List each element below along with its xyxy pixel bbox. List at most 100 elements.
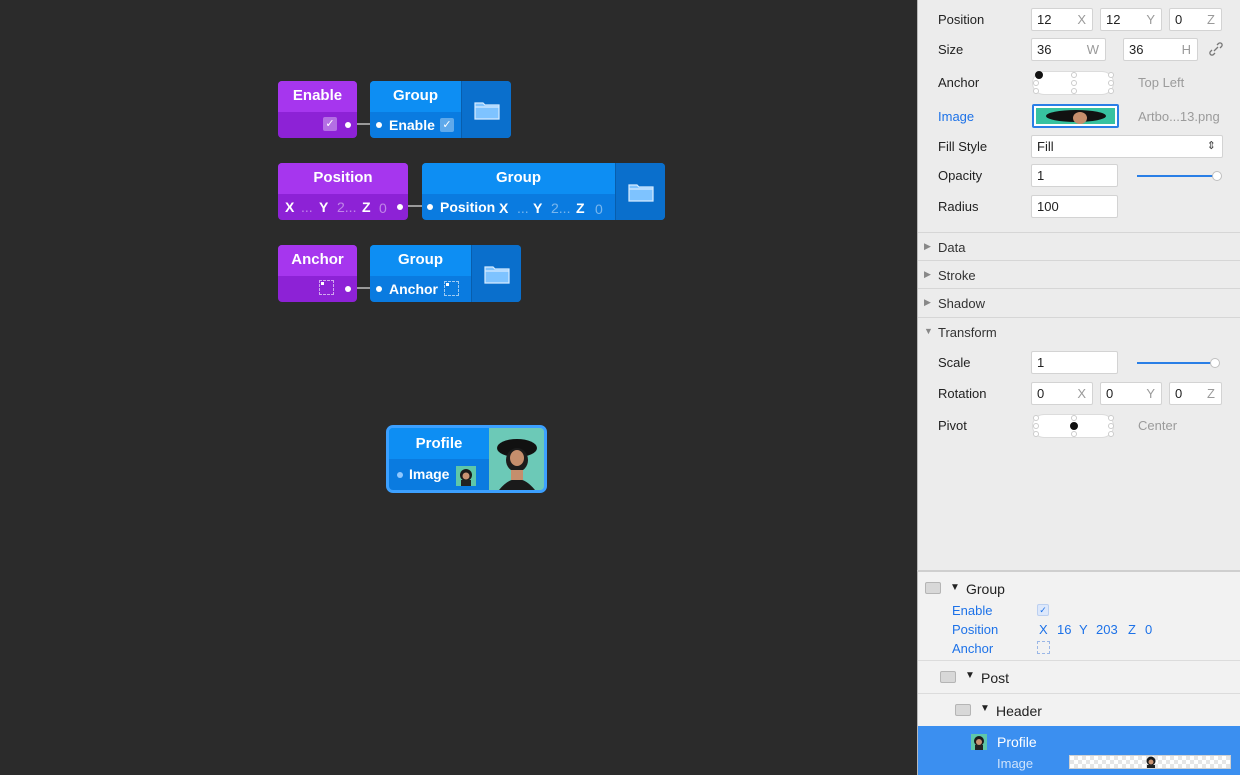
position-group-input-port[interactable]: [427, 204, 433, 210]
anchor-dot-top-left[interactable]: [1035, 71, 1043, 79]
pivot-dot-middle-left[interactable]: [1033, 423, 1039, 429]
layer-pos-y[interactable]: 203: [1096, 622, 1118, 637]
profile-input-port[interactable]: [397, 472, 403, 478]
opacity-slider[interactable]: [1137, 171, 1222, 181]
layer-profile[interactable]: Profile Image: [918, 726, 1240, 775]
position-node[interactable]: Position X ... Y 2... Z 0: [278, 163, 408, 220]
scale-value: 1: [1037, 355, 1045, 370]
anchor-dot-middle-right[interactable]: [1108, 80, 1114, 86]
opacity-value: 1: [1037, 168, 1045, 183]
enable-group-folder-button[interactable]: [461, 81, 511, 138]
enable-group-node[interactable]: Group Enable ✓: [370, 81, 511, 138]
enable-output-port[interactable]: [345, 122, 351, 128]
anchor-group-node[interactable]: Group Anchor: [370, 245, 521, 302]
enable-group-input-port[interactable]: [376, 122, 382, 128]
layer-group[interactable]: ▼ Group Enable ✓ Position X 16 Y 203 Z 0…: [918, 572, 1240, 660]
disclosure-down-icon[interactable]: ▼: [980, 703, 990, 714]
section-transform[interactable]: ▼ Transform: [918, 317, 1240, 345]
section-shadow[interactable]: ▶ Shadow: [918, 288, 1240, 316]
layer-pos-z[interactable]: 0: [1145, 622, 1153, 637]
layer-image-value-well[interactable]: [1069, 755, 1231, 769]
scale-slider-knob[interactable]: [1209, 358, 1220, 368]
layer-prop-position[interactable]: Position: [952, 622, 999, 637]
unlink-aspect-icon[interactable]: [1209, 42, 1223, 56]
scale-label: Scale: [938, 355, 971, 370]
layer-post[interactable]: ▼ Post: [918, 660, 1240, 693]
opacity-slider-fill: [1137, 175, 1217, 177]
pivot-picker[interactable]: [1032, 414, 1114, 438]
chevron-updown-icon: ⇕: [1206, 140, 1216, 152]
layer-header[interactable]: ▼ Header: [918, 693, 1240, 726]
pivot-dot-top-right[interactable]: [1108, 415, 1114, 421]
image-row: Image Artbo...13.png: [918, 103, 1240, 131]
layer-pos-x[interactable]: 16: [1057, 622, 1072, 637]
layer-prop-anchor[interactable]: Anchor: [952, 641, 994, 656]
pivot-dot-top-left[interactable]: [1033, 415, 1039, 421]
opacity-slider-knob[interactable]: [1212, 171, 1222, 181]
anchor-icon[interactable]: [1037, 641, 1050, 654]
anchor-icon[interactable]: [319, 280, 334, 295]
anchor-dot-bottom-right[interactable]: [1108, 88, 1114, 94]
pivot-dot-center[interactable]: [1070, 422, 1078, 430]
anchor-icon[interactable]: [444, 281, 459, 296]
section-data-title: Data: [938, 240, 966, 255]
radius-field[interactable]: 100: [1031, 195, 1118, 218]
image-label[interactable]: Image: [938, 109, 975, 124]
section-transform-title: Transform: [938, 325, 997, 340]
anchor-picker[interactable]: [1032, 71, 1114, 95]
anchor-dot-bottom-center[interactable]: [1071, 88, 1077, 94]
layers-panel: ▼ Group Enable ✓ Position X 16 Y 203 Z 0…: [917, 570, 1240, 775]
anchor-dot-bottom-left[interactable]: [1033, 88, 1039, 94]
section-data[interactable]: ▶ Data: [918, 232, 1240, 260]
pivot-dot-middle-right[interactable]: [1108, 423, 1114, 429]
anchor-node[interactable]: Anchor: [278, 245, 357, 302]
disclosure-down-icon[interactable]: ▼: [950, 582, 960, 593]
pivot-dot-bottom-left[interactable]: [1033, 431, 1039, 437]
pivot-dot-bottom-center[interactable]: [1071, 431, 1077, 437]
anchor-group-folder-button[interactable]: [471, 245, 521, 302]
anchor-dot-center[interactable]: [1071, 80, 1077, 86]
anchor-output-port[interactable]: [345, 286, 351, 292]
anchor-dot-middle-left[interactable]: [1033, 80, 1039, 86]
anchor-group-input-port[interactable]: [376, 286, 382, 292]
layer-prop-image[interactable]: Image: [997, 756, 1034, 771]
opacity-field[interactable]: 1: [1031, 164, 1118, 187]
image-well[interactable]: [1032, 104, 1119, 128]
scale-field[interactable]: 1: [1031, 351, 1118, 374]
position-output-port[interactable]: [397, 204, 403, 210]
enable-node-title: Enable: [278, 81, 357, 112]
position-group-node[interactable]: Group Position X ... Y 2... Z 0: [422, 163, 665, 220]
anchor-dot-top-right[interactable]: [1108, 72, 1114, 78]
scale-row: Scale 1: [918, 349, 1240, 377]
pivot-dot-top-center[interactable]: [1071, 415, 1077, 421]
layer-prop-enable[interactable]: Enable: [952, 603, 993, 618]
position-group-folder-button[interactable]: [615, 163, 665, 220]
fill-style-select[interactable]: Fill⇕: [1031, 135, 1223, 158]
anchor-dot-top-center[interactable]: [1071, 72, 1077, 78]
node-canvas[interactable]: Enable ✓ Group Enable ✓ Position X ... Y…: [0, 0, 917, 775]
profile-node[interactable]: Profile Image: [386, 425, 547, 493]
enable-group-title: Group: [370, 81, 461, 112]
image-layer-icon: [971, 734, 987, 750]
z-suffix: Z: [1207, 386, 1215, 401]
scale-slider[interactable]: [1137, 358, 1220, 368]
enable-group-checkbox[interactable]: ✓: [440, 118, 454, 132]
section-stroke[interactable]: ▶ Stroke: [918, 260, 1240, 288]
position-group-y-label: Y: [533, 200, 543, 216]
size-label: Size: [938, 42, 964, 57]
layer-enable-checkbox[interactable]: ✓: [1037, 604, 1049, 616]
pivot-dot-bottom-right[interactable]: [1108, 431, 1114, 437]
enable-node[interactable]: Enable ✓: [278, 81, 357, 138]
enable-checkbox[interactable]: ✓: [323, 117, 337, 131]
disclosure-down-icon[interactable]: ▼: [965, 670, 975, 681]
anchor-label: Anchor: [938, 75, 980, 90]
